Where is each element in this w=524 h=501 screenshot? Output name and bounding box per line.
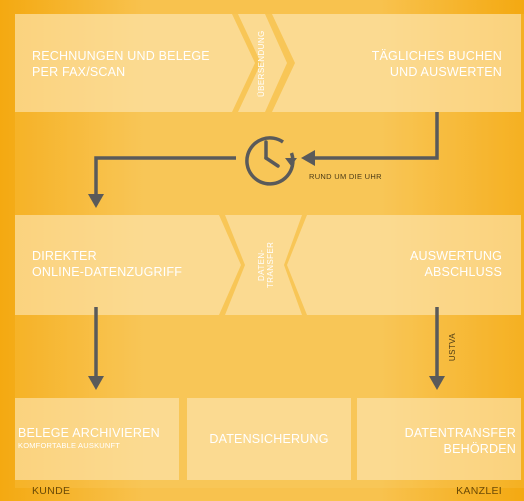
row1-left-box — [15, 14, 255, 112]
row2-right-text: AUSWERTUNG ABSCHLUSS — [410, 248, 502, 280]
arrowhead-to-row2-left — [88, 194, 104, 208]
row3-left-box — [15, 398, 179, 480]
row1-middle-label: ÜBERSENDUNG — [257, 30, 266, 98]
clock-icon — [245, 136, 297, 186]
row1-left-text: RECHNUNGEN UND BELEGE PER FAX/SCAN — [32, 48, 210, 80]
row3-left-title: BELEGE ARCHIVIEREN — [18, 426, 160, 440]
row1-right-line1: TÄGLICHES BUCHEN — [371, 49, 502, 63]
row3-left-text: BELEGE ARCHIVIEREN KOMFORTABLE AUSKUNFT — [18, 425, 160, 451]
ustva-label: USTVA — [448, 333, 457, 362]
arrow-clock-to-left — [94, 156, 236, 196]
row2-right-line2: ABSCHLUSS — [424, 265, 502, 279]
row2-right-box — [287, 215, 521, 315]
arrowhead-to-row3-left — [88, 376, 104, 390]
row3-right-text: DATENTRANSFER BEHÖRDEN — [405, 425, 516, 457]
row2-middle-line1: DATEN- — [257, 249, 266, 281]
row2-middle-label: DATEN-TRANSFER — [257, 234, 277, 296]
row2-left-box — [15, 215, 241, 315]
arrow-right-to-clock — [313, 112, 439, 160]
row2-right-line1: AUSWERTUNG — [409, 249, 502, 263]
row1-left-line2: PER FAX/SCAN — [32, 65, 126, 79]
arrowhead-to-row3-right — [429, 376, 445, 390]
arrowhead-to-clock — [301, 150, 315, 166]
row3-middle-text: DATENSICHERUNG — [209, 432, 329, 446]
row3-left-subtitle: KOMFORTABLE AUSKUNFT — [18, 441, 121, 450]
clock-label: RUND UM DIE UHR — [309, 172, 382, 181]
row1-right-box — [272, 14, 521, 112]
row2-left-line1: DIREKTER — [32, 249, 97, 263]
row3-right-line2: BEHÖRDEN — [443, 442, 516, 456]
row2-left-line2: ONLINE-DATENZUGRIFF — [32, 265, 183, 279]
footer-kunde: KUNDE — [32, 485, 71, 497]
row1-left-line1: RECHNUNGEN UND BELEGE — [32, 49, 210, 63]
row2-left-text: DIREKTER ONLINE-DATENZUGRIFF — [32, 248, 182, 280]
row2-middle-box — [225, 215, 302, 315]
row3-middle-box — [187, 398, 351, 480]
row1-middle-chevron — [238, 14, 287, 112]
row1-right-line2: UND AUSWERTEN — [389, 65, 502, 79]
footer-kanzlei: KANZLEI — [456, 485, 502, 497]
row2-middle-line2: TRANSFER — [266, 241, 275, 289]
row3-right-line1: DATENTRANSFER — [404, 426, 516, 440]
row1-right-text: TÄGLICHES BUCHEN UND AUSWERTEN — [372, 48, 502, 80]
row3-right-box — [357, 398, 521, 480]
